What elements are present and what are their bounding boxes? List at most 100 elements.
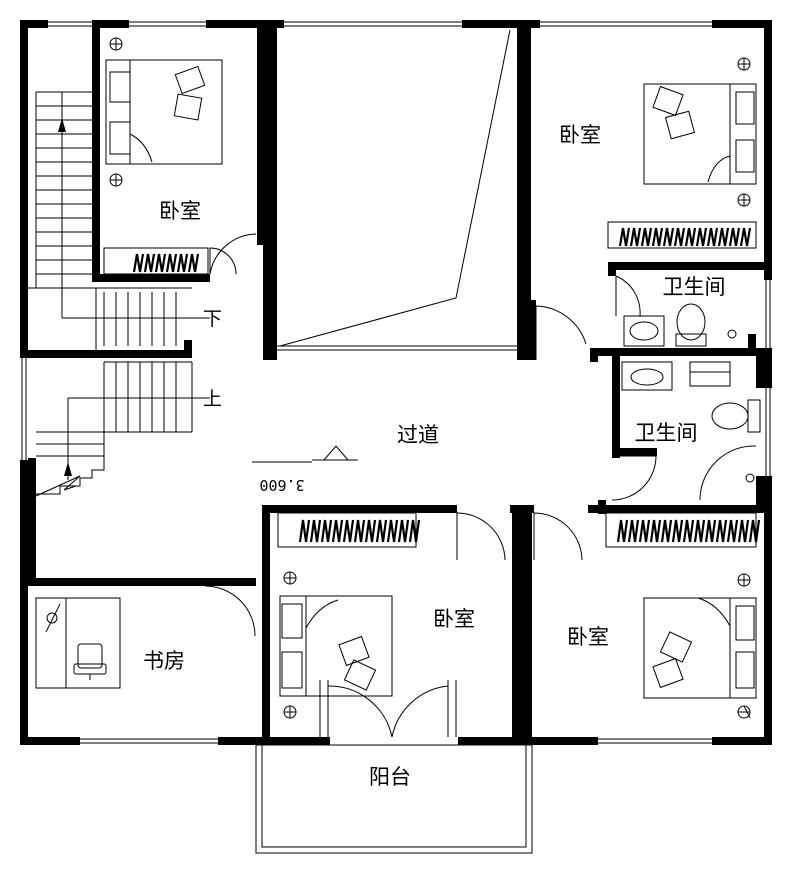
pillow	[109, 71, 131, 103]
wall-top-1	[20, 20, 48, 28]
hanger	[298, 519, 311, 543]
hanger	[748, 519, 761, 543]
door-swing	[204, 585, 256, 637]
study: 书房	[35, 585, 256, 689]
wall-bath-middle	[590, 348, 772, 356]
wall-bottom-2	[218, 737, 330, 745]
room-label-bedroom-top-right: 卧室	[559, 123, 601, 147]
toilet-icon	[675, 303, 707, 347]
elevation-value: 3.600	[259, 476, 304, 494]
cushion-icon	[652, 631, 693, 689]
corridor: 过道 3.600	[252, 423, 439, 494]
walls	[20, 20, 772, 745]
pillow	[109, 121, 131, 155]
pillow	[735, 651, 755, 689]
stair-arrow-up-icon	[58, 118, 66, 132]
elevation-triangle-icon	[322, 445, 350, 461]
nightstand-lamp-icon	[109, 37, 123, 187]
room-label-bedroom-bottom-right: 卧室	[567, 625, 609, 649]
bed	[643, 597, 757, 699]
door-swing	[611, 455, 657, 501]
cushion-icon	[652, 85, 696, 140]
wall-bedroom-tl-bottom	[92, 274, 210, 282]
floor-drain-icon	[745, 473, 755, 483]
wall-bed-bm-top	[262, 505, 457, 513]
bedroom-top-left: 卧室	[103, 37, 257, 275]
hanger	[629, 227, 642, 247]
room-label-balcony: 阳台	[369, 765, 411, 789]
pillow	[281, 651, 303, 689]
room-label-bathroom-lower: 卫生间	[635, 421, 698, 445]
wall-right-lower	[764, 476, 772, 744]
wardrobe	[607, 221, 757, 249]
wall-bed-br-top	[588, 505, 772, 513]
hanger	[704, 519, 717, 543]
hanger	[627, 519, 640, 543]
living-void	[277, 29, 517, 351]
wardrobe	[277, 512, 421, 548]
stair-treads-landing	[103, 292, 177, 346]
hanger	[618, 227, 631, 247]
washbasin	[623, 315, 665, 347]
wall-study-right	[262, 505, 270, 745]
hanger	[640, 227, 653, 247]
wall-study-top	[28, 578, 256, 586]
lamp-icon	[45, 603, 61, 633]
wall-bedroom-tl-left	[92, 20, 100, 282]
pillow	[735, 139, 755, 173]
hanger	[638, 519, 651, 543]
hanger	[660, 519, 673, 543]
hanger	[662, 227, 675, 247]
hanger	[651, 227, 664, 247]
bed	[105, 59, 223, 165]
wall-stair-middle	[20, 350, 192, 358]
wardrobe	[605, 512, 761, 548]
office-chair-icon	[73, 643, 107, 680]
cushion-icon	[173, 65, 206, 121]
wall-left-lower	[20, 460, 28, 745]
void-fold-line	[279, 29, 511, 347]
hanger	[673, 227, 686, 247]
hanger	[165, 253, 178, 273]
door-swing	[533, 512, 583, 561]
hanger	[737, 519, 750, 543]
wall-top-4	[462, 20, 540, 28]
hanger	[364, 519, 377, 543]
bathroom-upper: 卫生间	[615, 275, 737, 347]
wall-void-left	[263, 20, 277, 360]
wall-bedroom-tl-right	[257, 20, 265, 245]
room-label-bedroom-top-left: 卧室	[159, 199, 201, 223]
wall-top-3	[206, 20, 284, 28]
hanger	[684, 227, 697, 247]
balcony-door-right	[391, 685, 449, 738]
toilet-icon	[711, 399, 761, 433]
door-swing	[535, 305, 587, 360]
hanger	[682, 519, 695, 543]
hanger	[408, 519, 421, 543]
hanger	[649, 519, 662, 543]
hanger	[715, 519, 728, 543]
balcony-door-left	[327, 685, 393, 738]
room-label-bedroom-bottom-middle: 卧室	[433, 607, 475, 631]
wall-top-5	[712, 20, 772, 28]
hanger	[739, 227, 752, 247]
hanger	[717, 227, 730, 247]
hanger	[706, 227, 719, 247]
hanger	[154, 253, 167, 273]
hanger	[353, 519, 366, 543]
stair-treads-lower	[115, 362, 177, 432]
hanger	[342, 519, 355, 543]
hanger	[693, 519, 706, 543]
balcony: 阳台	[255, 744, 533, 854]
stair-up-label: 上	[203, 388, 222, 410]
hanger	[320, 519, 333, 543]
wall-bottom-1	[20, 737, 80, 745]
hanger	[331, 519, 344, 543]
shower-arc	[699, 445, 757, 501]
hanger	[375, 519, 388, 543]
hanger	[143, 253, 156, 273]
wall-bottom-4	[712, 737, 772, 745]
pillow	[281, 603, 303, 639]
